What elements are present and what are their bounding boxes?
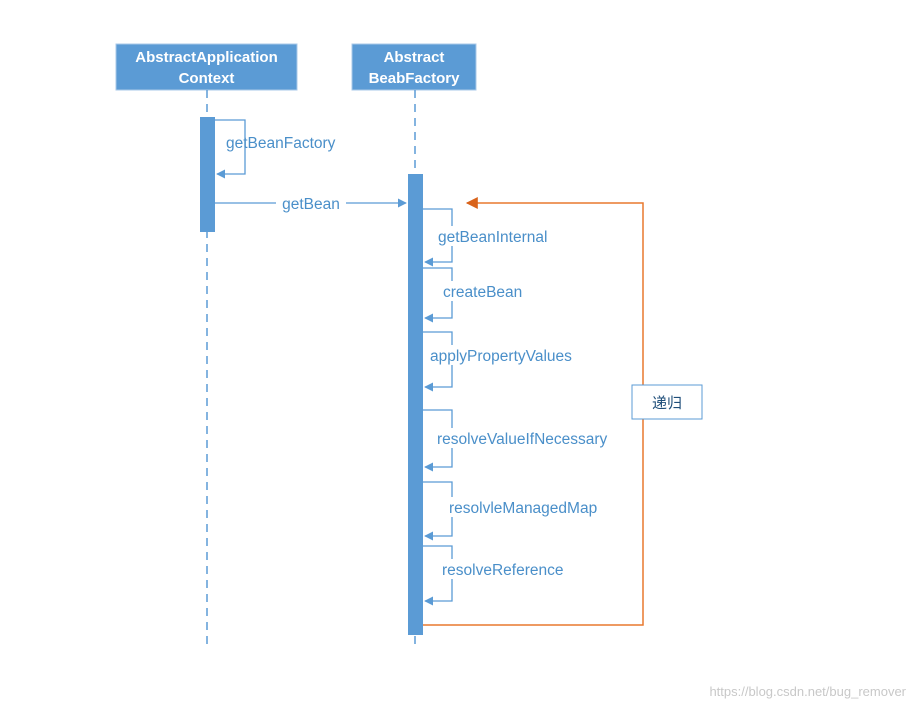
message-label: resolveReference: [442, 562, 563, 579]
message-label: getBeanFactory: [226, 135, 336, 152]
watermark-text: https://blog.csdn.net/bug_remover: [709, 684, 906, 699]
message-resolvereference: resolveReference: [423, 545, 588, 606]
activation-bar: [408, 174, 423, 635]
message-resolvlemanagedmap: resolvleManagedMap: [423, 481, 627, 541]
message-createbean: createBean: [423, 267, 537, 323]
lifeline-title-line2: BeabFactory: [369, 70, 461, 87]
lifeline-abstract-beab-factory: Abstract BeabFactory: [351, 43, 477, 645]
label-background: [447, 497, 627, 517]
label-background: [441, 281, 537, 301]
lifeline-abstract-application-context: AbstractApplication Context: [115, 43, 298, 645]
recursion-loop: 递归: [423, 197, 703, 626]
message-label: createBean: [443, 284, 522, 301]
lifeline-title-line2: Context: [179, 70, 235, 87]
message-label: getBeanInternal: [438, 229, 547, 246]
lifeline-header-box: [115, 43, 298, 91]
self-call-arrow: [215, 119, 246, 179]
recursion-label-box: [631, 384, 703, 420]
activation-bar: [200, 117, 215, 232]
lifeline-title-line1: Abstract: [384, 49, 445, 66]
message-label: resolveValueIfNecessary: [437, 431, 608, 448]
message-label: resolvleManagedMap: [449, 500, 597, 517]
label-background: [440, 559, 588, 579]
message-getbeaninternal: getBeanInternal: [423, 208, 572, 267]
label-background: [276, 192, 346, 212]
lifeline-header-box: [351, 43, 477, 91]
label-background: [435, 428, 639, 448]
message-resolvevalueifnecessary: resolveValueIfNecessary: [423, 409, 639, 472]
label-background: [436, 226, 572, 246]
label-background: [428, 345, 600, 365]
lifeline-title-line1: AbstractApplication: [135, 49, 278, 66]
message-label: getBean: [282, 196, 340, 213]
message-label: applyPropertyValues: [430, 348, 572, 365]
message-applypropertyvalues: applyPropertyValues: [423, 331, 600, 392]
message-getbeanfactory: getBeanFactory: [215, 119, 336, 179]
recursion-label: 递归: [652, 394, 682, 412]
message-getbean: getBean: [215, 192, 407, 213]
